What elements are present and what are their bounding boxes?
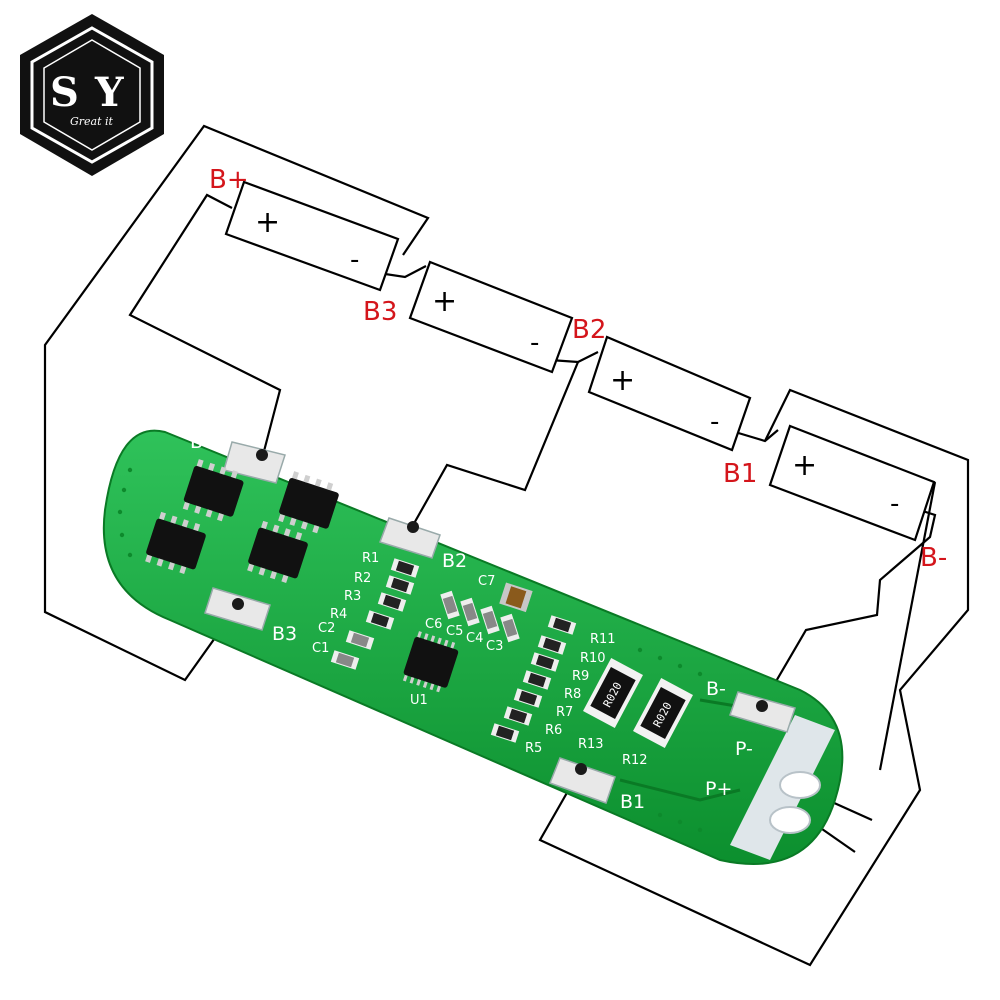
label-b-minus: B- <box>920 543 947 573</box>
battery-cell-3: + - <box>587 335 752 452</box>
silk-b-minus: B- <box>706 678 726 700</box>
wire-b-minus <box>760 505 937 708</box>
cell4-plus-sign: + <box>792 448 817 483</box>
silk-r1: R1 <box>362 551 379 566</box>
brand-logo: S Y Great it <box>20 14 164 176</box>
wiring <box>43 124 970 967</box>
cell2-minus-sign: - <box>530 328 539 358</box>
label-b2: B2 <box>572 315 606 345</box>
silk-r3: R3 <box>344 589 361 604</box>
silk-r10: R10 <box>580 651 606 666</box>
silk-c1: C1 <box>312 641 329 656</box>
silk-c7: C7 <box>478 574 495 589</box>
silk-c2: C2 <box>318 621 335 636</box>
pad-b-minus <box>729 691 796 733</box>
silk-p-plus: P+ <box>705 778 732 800</box>
silk-r5: R5 <box>525 741 542 756</box>
silk-u1: U1 <box>410 693 428 708</box>
wire-b-plus-outer <box>128 193 282 456</box>
ic-u1 <box>402 631 459 693</box>
mosfet-chips <box>145 459 339 583</box>
silk-b2: B2 <box>442 550 467 572</box>
cell3-plus-sign: + <box>610 363 635 398</box>
wire-b1-loop <box>538 388 970 967</box>
cell3-minus-sign: - <box>710 407 719 437</box>
cell2-plus-sign: + <box>432 284 457 319</box>
pad-b2 <box>379 517 441 559</box>
pad-b3 <box>204 587 271 631</box>
silk-c5: C5 <box>446 624 463 639</box>
pcb-silkscreen: B+ B2 B3 B1 B- P- P+ R1 R2 R3 R4 C2 C1 C… <box>190 431 753 813</box>
silk-r12: R12 <box>622 753 648 768</box>
silk-c6: C6 <box>425 617 442 632</box>
silk-r11: R11 <box>590 632 616 647</box>
silk-r2: R2 <box>354 571 371 586</box>
battery-cell-2: + - <box>408 260 574 374</box>
battery-cell-1: + - <box>224 180 400 292</box>
pcb-vias <box>117 467 703 833</box>
pad-b-plus <box>223 441 286 484</box>
label-b1: B1 <box>723 459 757 489</box>
p-plus-terminal <box>769 806 811 834</box>
silk-r6: R6 <box>545 723 562 738</box>
pad-b1 <box>549 757 616 804</box>
cell1-minus-sign: - <box>350 245 359 275</box>
silk-r13: R13 <box>578 737 604 752</box>
label-b-plus: B+ <box>209 165 249 195</box>
silk-r7: R7 <box>556 705 573 720</box>
silk-r8: R8 <box>564 687 581 702</box>
silk-b-plus: B+ <box>190 431 219 453</box>
wire-b2-drop <box>411 361 580 528</box>
silk-b3: B3 <box>272 623 297 645</box>
wire-return-right <box>878 481 937 771</box>
smd-parts <box>330 558 577 743</box>
cell4-minus-sign: - <box>890 489 899 519</box>
shunt-resistor-r13: R020 <box>583 658 643 728</box>
silk-c4: C4 <box>466 631 483 646</box>
wire-outer-frame <box>43 124 430 682</box>
silk-r4: R4 <box>330 607 347 622</box>
logo-letter-y: Y <box>94 69 124 116</box>
silk-p-minus: P- <box>735 738 753 760</box>
logo-letter-s: S <box>50 69 79 116</box>
silk-r9: R9 <box>572 669 589 684</box>
pcb-board: R020 R020 <box>102 429 844 865</box>
wire-b1 <box>734 429 779 443</box>
shunt-resistor-r12: R020 <box>633 678 693 748</box>
silk-b1: B1 <box>620 791 645 813</box>
cell1-plus-sign: + <box>255 205 280 240</box>
p-minus-terminal <box>779 771 821 799</box>
battery-cell-4: + - <box>768 424 936 542</box>
label-b3: B3 <box>363 297 397 327</box>
logo-tagline: Great it <box>70 115 114 128</box>
silk-c3: C3 <box>486 639 503 654</box>
